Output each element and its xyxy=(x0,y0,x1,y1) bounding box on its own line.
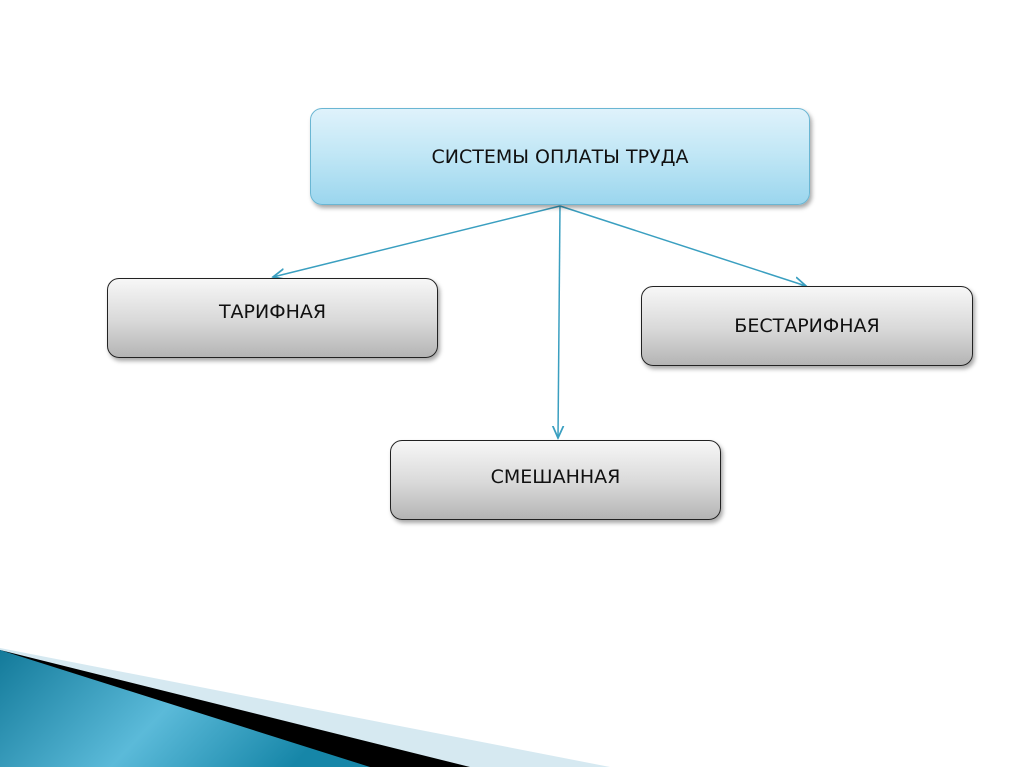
blue-wedge xyxy=(0,650,370,767)
node-label: ТАРИФНАЯ xyxy=(218,301,327,323)
node-tarifnaya: ТАРИФНАЯ xyxy=(107,278,438,358)
node-bestarifnaya: БЕСТАРИФНАЯ xyxy=(641,286,973,366)
node-smeshannaya: СМЕШАННАЯ xyxy=(390,440,721,520)
node-label: СМЕШАННАЯ xyxy=(490,466,621,488)
arrow-to-tarifnaya xyxy=(273,205,561,277)
arrow-to-bestarifnaya xyxy=(559,205,806,286)
root-node: СИСТЕМЫ ОПЛАТЫ ТРУДА xyxy=(310,108,810,205)
root-label: СИСТЕМЫ ОПЛАТЫ ТРУДА xyxy=(431,145,689,168)
node-label: БЕСТАРИФНАЯ xyxy=(734,315,880,337)
arrow-to-smeshannaya xyxy=(558,205,560,438)
